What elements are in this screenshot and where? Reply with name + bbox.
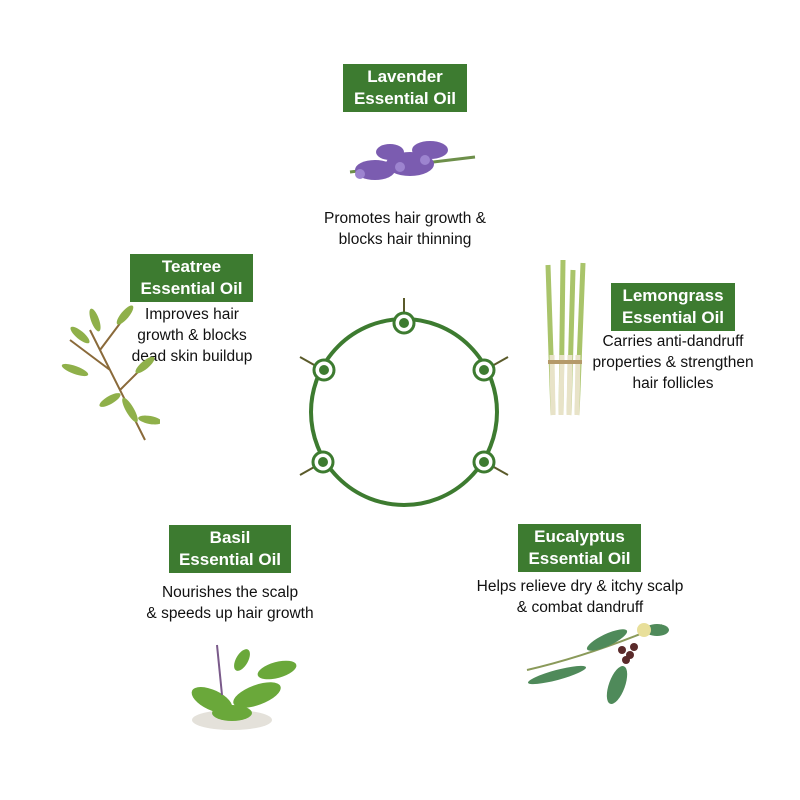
- title-line: Teatree: [161, 257, 222, 276]
- title-line: Essential Oil: [621, 308, 725, 327]
- desc-line: hair follicles: [632, 375, 714, 392]
- teatree-description: Improves hair growth & blocks dead skin bu…: [112, 304, 272, 367]
- basil-description: Nourishes the scalp & speeds up hair grow…: [120, 582, 340, 624]
- title-line: Essential Oil: [140, 279, 243, 298]
- desc-line: properties & strengthen: [592, 354, 754, 371]
- lavender-description: Promotes hair growth & blocks hair thinni…: [305, 208, 505, 250]
- title-line: Lavender: [367, 67, 443, 86]
- desc-line: & combat dandruff: [516, 599, 644, 616]
- title-line: Eucalyptus: [534, 527, 625, 546]
- eucalyptus-icon: [526, 623, 669, 704]
- desc-line: Helps relieve dry & itchy scalp: [476, 578, 684, 595]
- title-line: Basil: [209, 528, 251, 547]
- lemongrass-description: Carries anti-dandruff properties & streng…: [578, 331, 768, 394]
- desc-line: & speeds up hair growth: [146, 605, 314, 622]
- title-line: Lemongrass: [622, 286, 724, 305]
- lavender-icon: [349, 141, 476, 180]
- basil-icon: [191, 644, 297, 730]
- desc-line: Improves hair: [145, 306, 239, 323]
- desc-line: blocks hair thinning: [338, 231, 472, 248]
- title-line: Essential Oil: [353, 89, 457, 108]
- desc-line: Promotes hair growth &: [324, 210, 486, 227]
- ring-node: [311, 311, 496, 474]
- desc-line: Nourishes the scalp: [161, 584, 299, 601]
- title-line: Essential Oil: [528, 549, 631, 568]
- title-line: Essential Oil: [178, 550, 282, 569]
- teatree-icon: [61, 305, 160, 441]
- desc-line: dead skin buildup: [131, 348, 253, 365]
- lemongrass-icon: [545, 259, 586, 416]
- desc-line: Carries anti-dandruff: [602, 333, 744, 350]
- desc-line: growth & blocks: [137, 327, 247, 344]
- eucalyptus-description: Helps relieve dry & itchy scalp & combat …: [455, 576, 705, 618]
